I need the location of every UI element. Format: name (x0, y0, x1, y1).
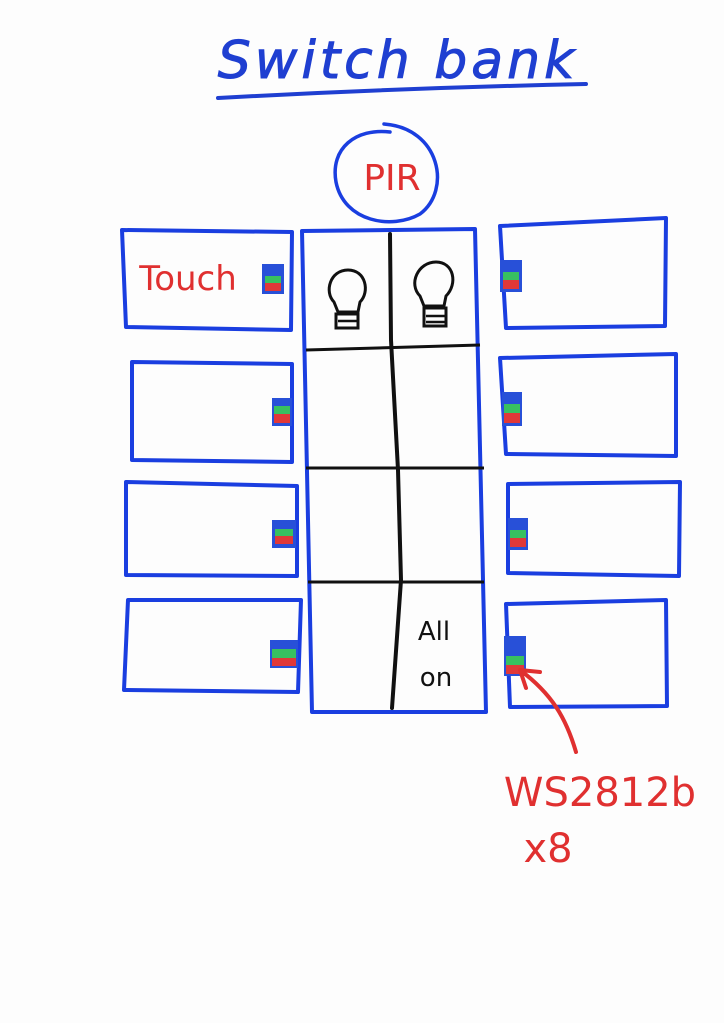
center-switch-panel: All on (300, 227, 488, 714)
title-underline (216, 82, 588, 100)
led-left-2 (272, 398, 292, 426)
pir-sensor: PIR (333, 122, 440, 224)
led-left-4 (270, 640, 298, 668)
led-annotation-arrow (518, 668, 578, 754)
touch-pad-right-3 (506, 480, 682, 578)
touch-pad-right-1 (498, 216, 668, 330)
led-left-3 (272, 520, 296, 548)
led-quantity-label: x8 (523, 826, 572, 872)
bulb-icon (413, 260, 455, 328)
diagram-title: Switch bank (218, 31, 578, 91)
led-right-2 (502, 392, 522, 426)
bulb-icon (327, 268, 367, 330)
led-left-1 (262, 264, 284, 294)
touch-pad-left-4 (122, 598, 303, 694)
led-right-1 (500, 260, 522, 292)
pir-label: PIR (363, 158, 420, 199)
touch-pad-left-1: Touch (120, 228, 294, 332)
touch-pad-right-2 (498, 352, 678, 458)
led-right-3 (508, 518, 528, 550)
panel-divider-row-1 (305, 343, 481, 352)
touch-label: Touch (138, 259, 237, 299)
touch-pad-right-4 (504, 598, 669, 709)
all-on-label-line-2: on (420, 663, 452, 693)
touch-pad-left-2 (130, 360, 294, 464)
led-part-label: WS2812b (504, 770, 696, 816)
led-right-4 (504, 636, 526, 676)
touch-pad-left-3 (124, 480, 299, 578)
panel-divider-vertical (388, 232, 404, 710)
all-on-label-line-1: All (418, 617, 450, 647)
